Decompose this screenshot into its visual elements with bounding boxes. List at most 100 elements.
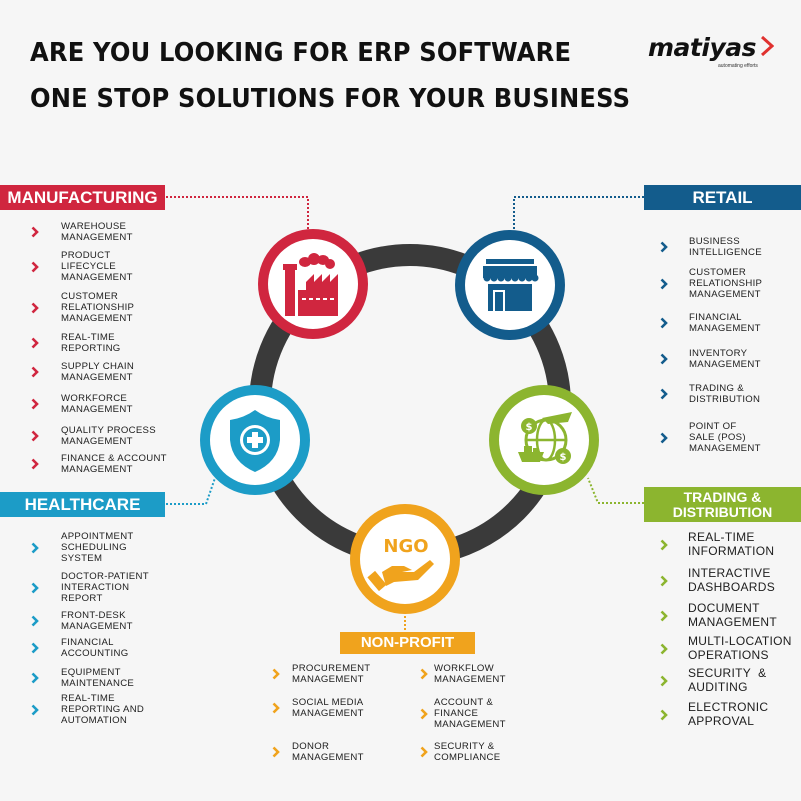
retail-circle xyxy=(455,230,565,340)
feature-label: WORKFORCE MANAGEMENT xyxy=(61,393,133,416)
chevron-right-icon xyxy=(31,398,39,410)
svg-text:$: $ xyxy=(560,452,567,463)
feature-list-item: APPOINTMENT SCHEDULING SYSTEM xyxy=(31,531,134,565)
feature-label: CUSTOMER RELATIONSHIP MANAGEMENT xyxy=(689,267,763,301)
chevron-right-icon xyxy=(420,708,428,720)
feature-list-item: SECURITY & COMPLIANCE xyxy=(420,741,501,764)
healthcare-circle xyxy=(200,385,310,495)
feature-list-item: FINANCIAL MANAGEMENT xyxy=(660,312,761,335)
chevron-right-icon xyxy=(660,610,668,622)
chevron-right-icon xyxy=(31,337,39,349)
trading-circle: $ $ xyxy=(489,385,599,495)
chevron-right-icon xyxy=(31,302,39,314)
feature-list-item: TRADING & DISTRIBUTION xyxy=(660,383,760,405)
feature-list-item: FRONT-DESK MANAGEMENT xyxy=(31,610,133,633)
feature-list-item: POINT OF SALE (POS) MANAGEMENT xyxy=(660,421,761,455)
feature-list-item: ELECTRONIC APPROVAL xyxy=(660,700,768,728)
feature-label: DOCTOR-PATIENT INTERACTION REPORT xyxy=(61,571,149,605)
feature-list-item: PROCUREMENT MANAGEMENT xyxy=(272,663,371,686)
feature-label: SUPPLY CHAIN MANAGEMENT xyxy=(61,361,135,384)
non-profit-circle: NGO xyxy=(350,504,460,614)
feature-label: SECURITY & COMPLIANCE xyxy=(434,741,501,764)
chevron-right-icon xyxy=(660,317,668,329)
trading-distribution-label: TRADING & DISTRIBUTION xyxy=(644,487,801,522)
feature-list-item: DOCTOR-PATIENT INTERACTION REPORT xyxy=(31,571,149,605)
chevron-right-icon xyxy=(31,458,39,470)
chevron-right-icon xyxy=(31,582,39,594)
feature-list-item: CUSTOMER RELATIONSHIP MANAGEMENT xyxy=(660,267,763,301)
feature-list-item: DOCUMENT MANAGEMENT xyxy=(660,601,778,629)
feature-label: REAL-TIME REPORTING xyxy=(61,332,121,355)
manufacturing-circle xyxy=(258,229,368,339)
feature-label: WORKFLOW MANAGEMENT xyxy=(434,663,506,686)
manufacturing-label: MANUFACTURING xyxy=(0,185,165,210)
feature-list-item: ACCOUNT & FINANCE MANAGEMENT xyxy=(420,697,506,731)
feature-list-item: INVENTORY MANAGEMENT xyxy=(660,348,761,371)
chevron-right-icon xyxy=(31,366,39,378)
healthcare-label: HEALTHCARE xyxy=(0,492,165,517)
feature-label: BUSINESS INTELLIGENCE xyxy=(689,236,762,259)
chevron-right-icon xyxy=(660,643,668,655)
feature-list-item: QUALITY PROCESS MANAGEMENT xyxy=(31,425,156,447)
logo-wordmark: matiyas xyxy=(648,33,757,62)
chevron-right-icon xyxy=(31,704,39,716)
feature-label: FRONT-DESK MANAGEMENT xyxy=(61,610,133,633)
chevron-right-icon xyxy=(420,668,428,680)
feature-list-item: SOCIAL MEDIA MANAGEMENT xyxy=(272,697,364,720)
feature-label: FINANCE & ACCOUNT MANAGEMENT xyxy=(61,453,167,476)
feature-label: INVENTORY MANAGEMENT xyxy=(689,348,761,371)
chevron-right-icon xyxy=(31,615,39,627)
feature-list-item: INTERACTIVE DASHBOARDS xyxy=(660,566,775,594)
feature-list-item: FINANCE & ACCOUNT MANAGEMENT xyxy=(31,453,167,476)
chevron-right-icon xyxy=(31,226,39,238)
ngo-hand-icon: NGO xyxy=(367,536,434,592)
logo-tagline: automating efforts xyxy=(718,63,758,69)
global-trade-icon: $ $ xyxy=(518,412,572,464)
trading-connector xyxy=(587,477,644,504)
chevron-right-icon xyxy=(660,278,668,290)
feature-label: EQUIPMENT MAINTENANCE xyxy=(61,667,135,690)
feature-label: PROCUREMENT MANAGEMENT xyxy=(292,663,371,686)
feature-label: POINT OF SALE (POS) MANAGEMENT xyxy=(689,421,761,455)
feature-label: FINANCIAL ACCOUNTING xyxy=(61,637,129,660)
chevron-right-icon xyxy=(660,432,668,444)
storefront-icon xyxy=(483,259,539,311)
headline-secondary: ONE STOP SOLUTIONS FOR YOUR BUSINESS xyxy=(30,84,631,114)
feature-list-item: DONOR MANAGEMENT xyxy=(272,741,364,763)
medical-shield-icon xyxy=(230,410,280,472)
feature-list-item: WORKFORCE MANAGEMENT xyxy=(31,393,133,416)
feature-list-item: PRODUCT LIFECYCLE MANAGEMENT xyxy=(31,250,133,284)
svg-text:NGO: NGO xyxy=(383,536,428,557)
feature-label: REAL-TIME INFORMATION xyxy=(688,530,775,558)
chevron-right-icon xyxy=(272,746,280,758)
feature-label: CUSTOMER RELATIONSHIP MANAGEMENT xyxy=(61,291,135,325)
feature-list-item: SUPPLY CHAIN MANAGEMENT xyxy=(31,361,135,384)
chevron-right-icon xyxy=(660,709,668,721)
feature-label: REAL-TIME REPORTING AND AUTOMATION xyxy=(61,693,145,727)
feature-list-item: REAL-TIME INFORMATION xyxy=(660,530,775,558)
feature-list-item: EQUIPMENT MAINTENANCE xyxy=(31,667,135,690)
feature-label: MULTI-LOCATION OPERATIONS xyxy=(688,634,792,662)
chevron-right-icon xyxy=(31,642,39,654)
feature-label: WAREHOUSE MANAGEMENT xyxy=(61,221,133,244)
retail-label: RETAIL xyxy=(644,185,801,210)
matiyas-logo[interactable]: matiyas automating efforts xyxy=(648,33,778,73)
svg-text:$: $ xyxy=(526,422,533,433)
factory-icon xyxy=(283,253,338,316)
feature-label: SECURITY & AUDITING xyxy=(688,666,767,694)
chevron-right-icon xyxy=(660,353,668,365)
headline-primary: ARE YOU LOOKING FOR ERP SOFTWARE xyxy=(30,38,572,68)
feature-label: DOCUMENT MANAGEMENT xyxy=(688,601,778,629)
feature-label: FINANCIAL MANAGEMENT xyxy=(689,312,761,335)
non-profit-label: NON-PROFIT xyxy=(340,632,475,654)
manufacturing-connector xyxy=(166,196,309,232)
chevron-right-icon xyxy=(660,575,668,587)
feature-label: SOCIAL MEDIA MANAGEMENT xyxy=(292,697,364,720)
feature-list-item: BUSINESS INTELLIGENCE xyxy=(660,236,762,259)
feature-list-item: MULTI-LOCATION OPERATIONS xyxy=(660,634,792,662)
chevron-right-icon xyxy=(660,241,668,253)
healthcare-connector xyxy=(166,477,216,505)
retail-connector xyxy=(513,196,644,232)
feature-list-item: SECURITY & AUDITING xyxy=(660,666,767,694)
